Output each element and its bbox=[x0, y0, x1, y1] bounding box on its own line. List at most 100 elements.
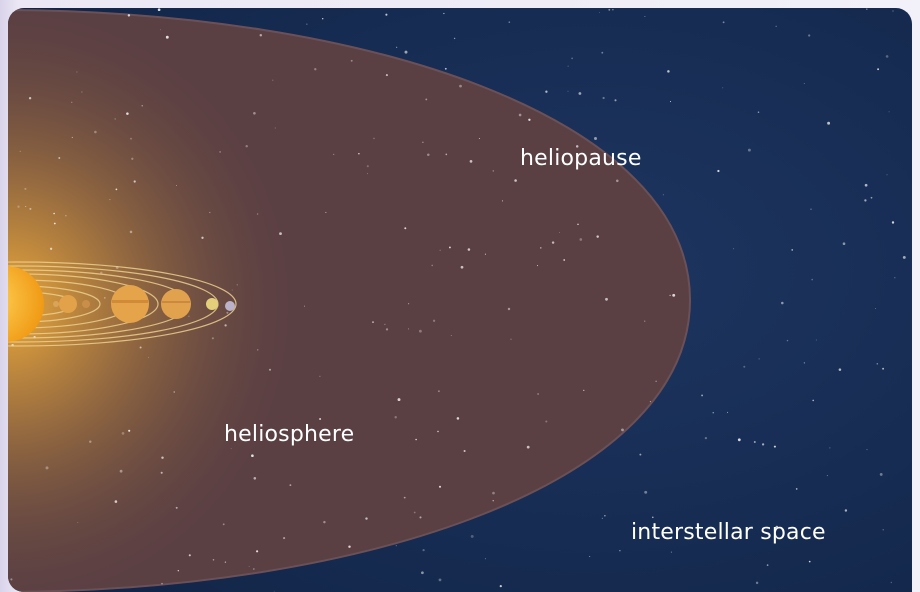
star bbox=[608, 8, 611, 11]
star bbox=[94, 130, 97, 134]
star bbox=[279, 232, 282, 236]
star bbox=[161, 456, 164, 459]
sun-glow bbox=[8, 10, 568, 592]
star bbox=[385, 13, 388, 16]
star bbox=[499, 585, 502, 588]
star bbox=[395, 545, 397, 547]
star bbox=[259, 33, 263, 37]
star bbox=[408, 328, 410, 330]
star bbox=[722, 87, 724, 89]
interstellar-space-label: interstellar space bbox=[631, 520, 826, 545]
star bbox=[222, 523, 225, 526]
star bbox=[115, 188, 118, 191]
star bbox=[422, 141, 424, 143]
star bbox=[350, 59, 353, 62]
star bbox=[773, 445, 776, 448]
star bbox=[103, 297, 106, 299]
star bbox=[173, 391, 175, 393]
star bbox=[604, 515, 606, 517]
star bbox=[422, 548, 425, 552]
star bbox=[358, 153, 360, 155]
star bbox=[58, 157, 61, 159]
star bbox=[415, 438, 417, 441]
star bbox=[175, 185, 177, 187]
star bbox=[484, 253, 486, 255]
star bbox=[589, 556, 591, 557]
star bbox=[757, 111, 760, 113]
star bbox=[444, 67, 447, 70]
star bbox=[563, 259, 566, 261]
star bbox=[53, 222, 56, 225]
star bbox=[256, 550, 259, 553]
star bbox=[24, 187, 27, 190]
star bbox=[737, 438, 741, 442]
star bbox=[537, 265, 538, 267]
star bbox=[366, 165, 369, 168]
star bbox=[28, 97, 32, 100]
star bbox=[397, 398, 401, 402]
star bbox=[160, 29, 161, 31]
star bbox=[127, 14, 131, 17]
star bbox=[109, 199, 111, 201]
star bbox=[253, 111, 256, 115]
star bbox=[810, 208, 812, 210]
star bbox=[583, 389, 585, 392]
star bbox=[727, 411, 729, 413]
star bbox=[791, 249, 794, 251]
star bbox=[599, 12, 601, 13]
star bbox=[621, 428, 624, 432]
diagram-canvas bbox=[8, 8, 912, 592]
star bbox=[803, 82, 805, 85]
planet-venus bbox=[59, 295, 77, 313]
star bbox=[569, 155, 572, 158]
star bbox=[65, 215, 67, 217]
star bbox=[219, 151, 221, 153]
star bbox=[325, 211, 327, 213]
star bbox=[567, 90, 569, 92]
star bbox=[130, 137, 132, 140]
saturn-band bbox=[162, 301, 190, 303]
star bbox=[526, 445, 530, 449]
star bbox=[874, 307, 876, 309]
star bbox=[131, 157, 134, 160]
star bbox=[467, 248, 471, 251]
star bbox=[888, 111, 890, 113]
star bbox=[575, 145, 579, 148]
star bbox=[644, 490, 648, 494]
star bbox=[616, 179, 619, 183]
star bbox=[71, 136, 73, 139]
star bbox=[211, 337, 214, 340]
star bbox=[459, 84, 462, 88]
star bbox=[811, 278, 813, 281]
star bbox=[567, 65, 569, 67]
star bbox=[314, 68, 317, 71]
star bbox=[866, 449, 868, 451]
star bbox=[76, 71, 78, 73]
star bbox=[890, 581, 892, 584]
star bbox=[306, 23, 308, 25]
star bbox=[456, 417, 460, 420]
star bbox=[655, 380, 657, 382]
star bbox=[652, 516, 654, 519]
star bbox=[795, 488, 798, 490]
star bbox=[248, 566, 250, 568]
star bbox=[870, 196, 873, 199]
orbit-7 bbox=[8, 261, 237, 347]
star bbox=[274, 127, 276, 129]
star bbox=[49, 247, 53, 250]
star bbox=[396, 46, 398, 48]
star bbox=[803, 362, 805, 364]
star bbox=[775, 25, 777, 27]
star bbox=[348, 545, 351, 548]
star bbox=[545, 90, 548, 93]
star bbox=[129, 230, 133, 234]
star bbox=[450, 334, 452, 337]
heliopause-label: heliopause bbox=[520, 146, 642, 171]
star bbox=[319, 375, 321, 377]
star bbox=[838, 368, 842, 371]
star bbox=[649, 401, 651, 403]
star bbox=[639, 453, 642, 456]
star bbox=[256, 213, 259, 215]
star bbox=[559, 231, 561, 233]
